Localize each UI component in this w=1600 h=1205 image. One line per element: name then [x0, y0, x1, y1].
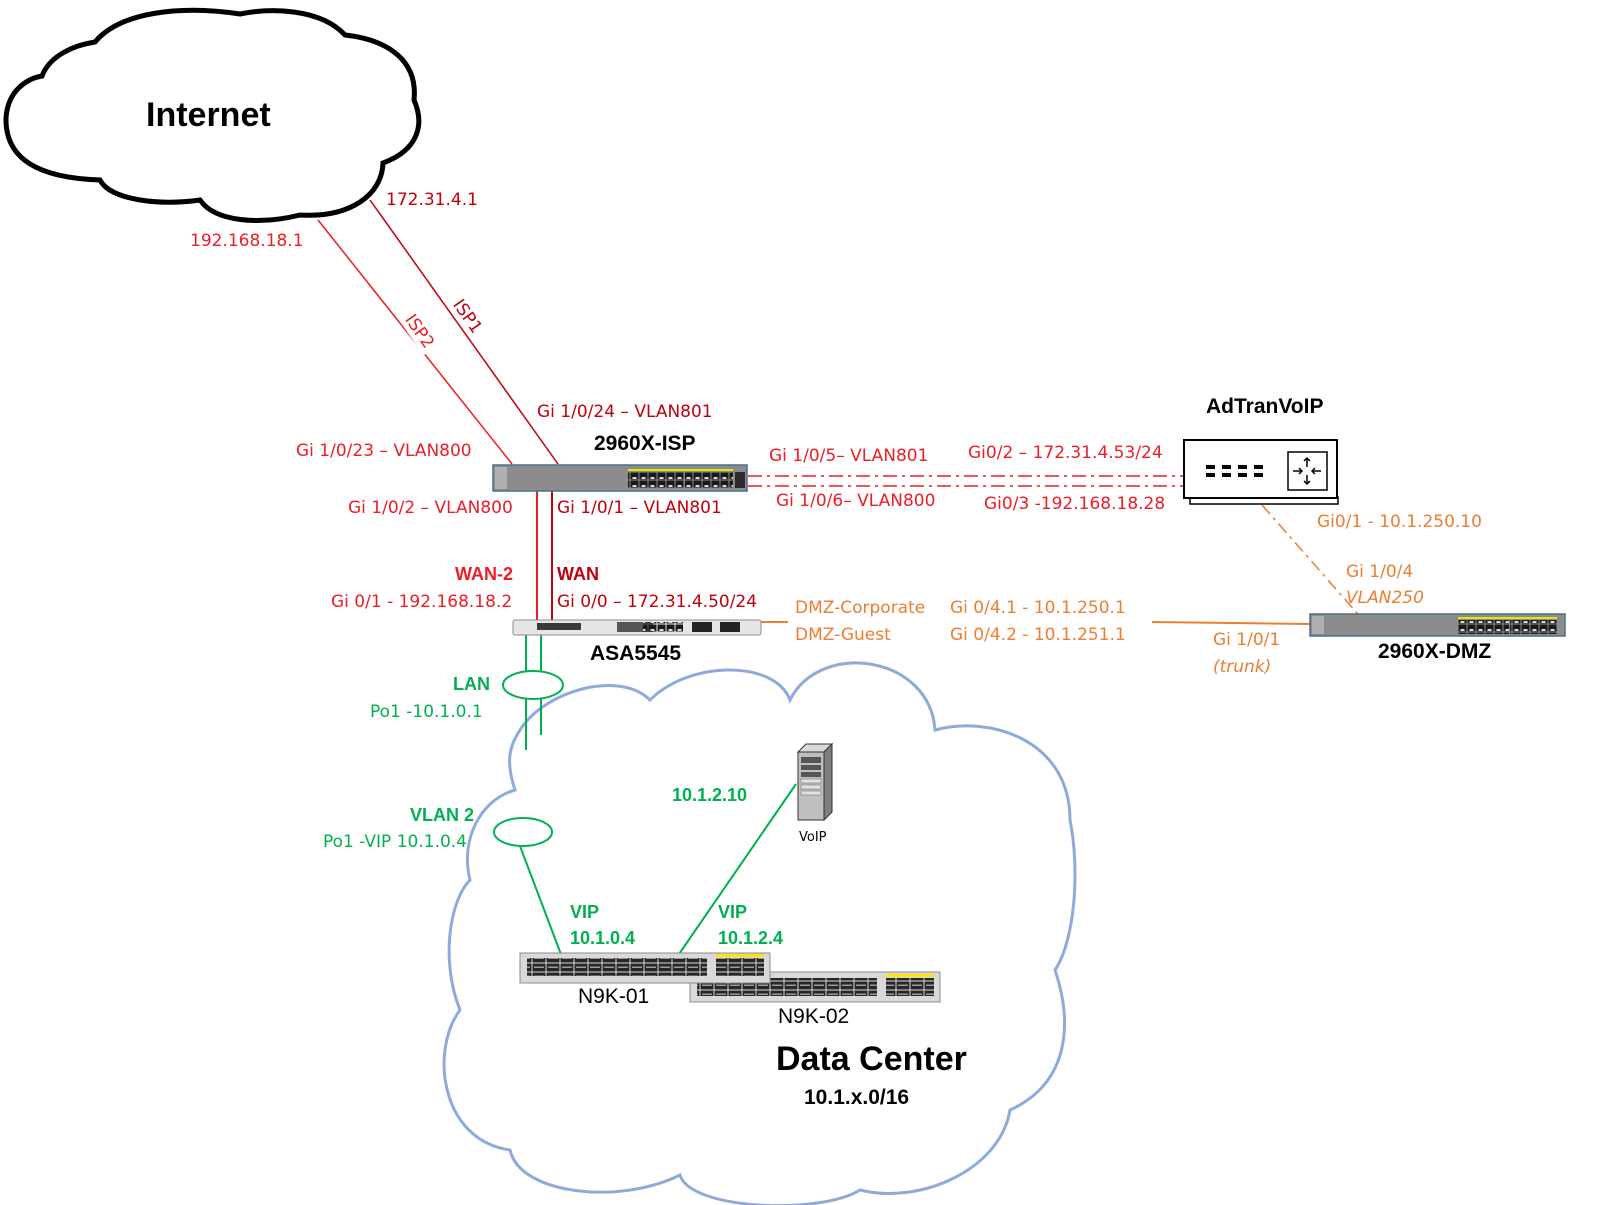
adtran-vlan800-switch-port: Gi 1/0/6– VLAN800 — [776, 491, 936, 511]
isp1-switch-port: Gi 1/0/24 – VLAN801 — [537, 402, 713, 422]
vlan2-portchannel-ring — [493, 817, 553, 847]
dmz-switch-vlan250-port: Gi 1/0/4 — [1346, 562, 1414, 582]
n9k-01-name: N9K-01 — [578, 985, 650, 1008]
nexus-n9k-01-icon[interactable] — [519, 952, 771, 984]
internet-cloud — [3, 7, 422, 223]
vlan2-iface: Po1 -VIP 10.1.0.4 — [323, 832, 467, 852]
wan2-switch-port: Gi 1/0/2 – VLAN800 — [348, 498, 513, 518]
lan-title: LAN — [453, 674, 490, 694]
internet-cloud-label: Internet — [146, 96, 271, 134]
adtran-dmz-link — [1261, 504, 1373, 631]
datacenter-subnet: 10.1.x.0/16 — [804, 1086, 910, 1109]
vlan2-title: VLAN 2 — [410, 805, 475, 825]
dmz-switch-vlan250: VLAN250 — [1346, 588, 1424, 608]
wan2-asa-port: Gi 0/1 - 192.168.18.2 — [331, 592, 513, 612]
wan-title: WAN — [557, 564, 599, 584]
voip-ip: 10.1.2.10 — [672, 785, 748, 805]
dmz-switch-mode: (trunk) — [1213, 657, 1272, 677]
vip1-ip: 10.1.0.4 — [570, 928, 636, 948]
switch-2960x-isp-icon[interactable] — [492, 464, 748, 492]
wan-asa-port: Gi 0/0 – 172.31.4.50/24 — [557, 592, 758, 612]
adtran-vlan800-adtran-port: Gi0/3 -192.168.18.28 — [984, 494, 1166, 514]
dmz-guest-name: DMZ-Guest — [795, 625, 891, 645]
adtran-voip-name: AdTranVoIP — [1206, 395, 1324, 418]
nexus-n9k-02-icon[interactable] — [689, 971, 941, 1003]
vip1-title: VIP — [570, 902, 600, 922]
voip-server-name: VoIP — [799, 830, 827, 845]
voip-to-n9k-link — [676, 783, 797, 958]
asa5545-name: ASA5545 — [590, 642, 682, 665]
lan-portchannel-ring — [502, 670, 564, 700]
vip2-ip: 10.1.2.4 — [718, 928, 784, 948]
n9k-02-name: N9K-02 — [778, 1005, 850, 1028]
isp1-link — [369, 199, 559, 465]
voip-server-icon[interactable] — [796, 742, 834, 822]
adtran-vlan801-adtran-port: Gi0/2 – 172.31.4.53/24 — [968, 443, 1163, 463]
switch-2960x-isp-name: 2960X-ISP — [594, 432, 696, 455]
isp2-switch-port: Gi 1/0/23 – VLAN800 — [296, 441, 472, 461]
adtran-vlan801-switch-port: Gi 1/0/5– VLAN801 — [769, 446, 929, 466]
lan-iface: Po1 -10.1.0.1 — [370, 702, 483, 722]
datacenter-cloud-label: Data Center — [776, 1040, 967, 1078]
datacenter-cloud — [442, 661, 1077, 1205]
isp1-internet-ip: 172.31.4.1 — [386, 190, 478, 210]
wan-switch-port: Gi 1/0/1 – VLAN801 — [557, 498, 722, 518]
isp2-internet-ip: 192.168.18.1 — [190, 231, 304, 251]
vip2-title: VIP — [718, 902, 748, 922]
wan2-title: WAN-2 — [455, 564, 513, 584]
dmz-switch-port: Gi 1/0/1 — [1213, 630, 1281, 650]
vlan2-to-n9k-link — [519, 845, 563, 958]
switch-2960x-dmz-name: 2960X-DMZ — [1378, 640, 1492, 663]
adtran-voip-router-icon[interactable] — [1183, 439, 1339, 505]
dmz-guest-iface: Gi 0/4.2 - 10.1.251.1 — [950, 625, 1126, 645]
adtran-dmz-port: Gi0/1 - 10.1.250.10 — [1317, 512, 1482, 532]
firewall-asa5545-icon[interactable] — [512, 619, 762, 636]
asa-dmz-link-right — [1151, 621, 1311, 625]
dmz-corporate-iface: Gi 0/4.1 - 10.1.250.1 — [950, 598, 1126, 618]
switch-2960x-dmz-icon[interactable] — [1309, 613, 1566, 637]
dmz-corporate-name: DMZ-Corporate — [795, 598, 926, 618]
